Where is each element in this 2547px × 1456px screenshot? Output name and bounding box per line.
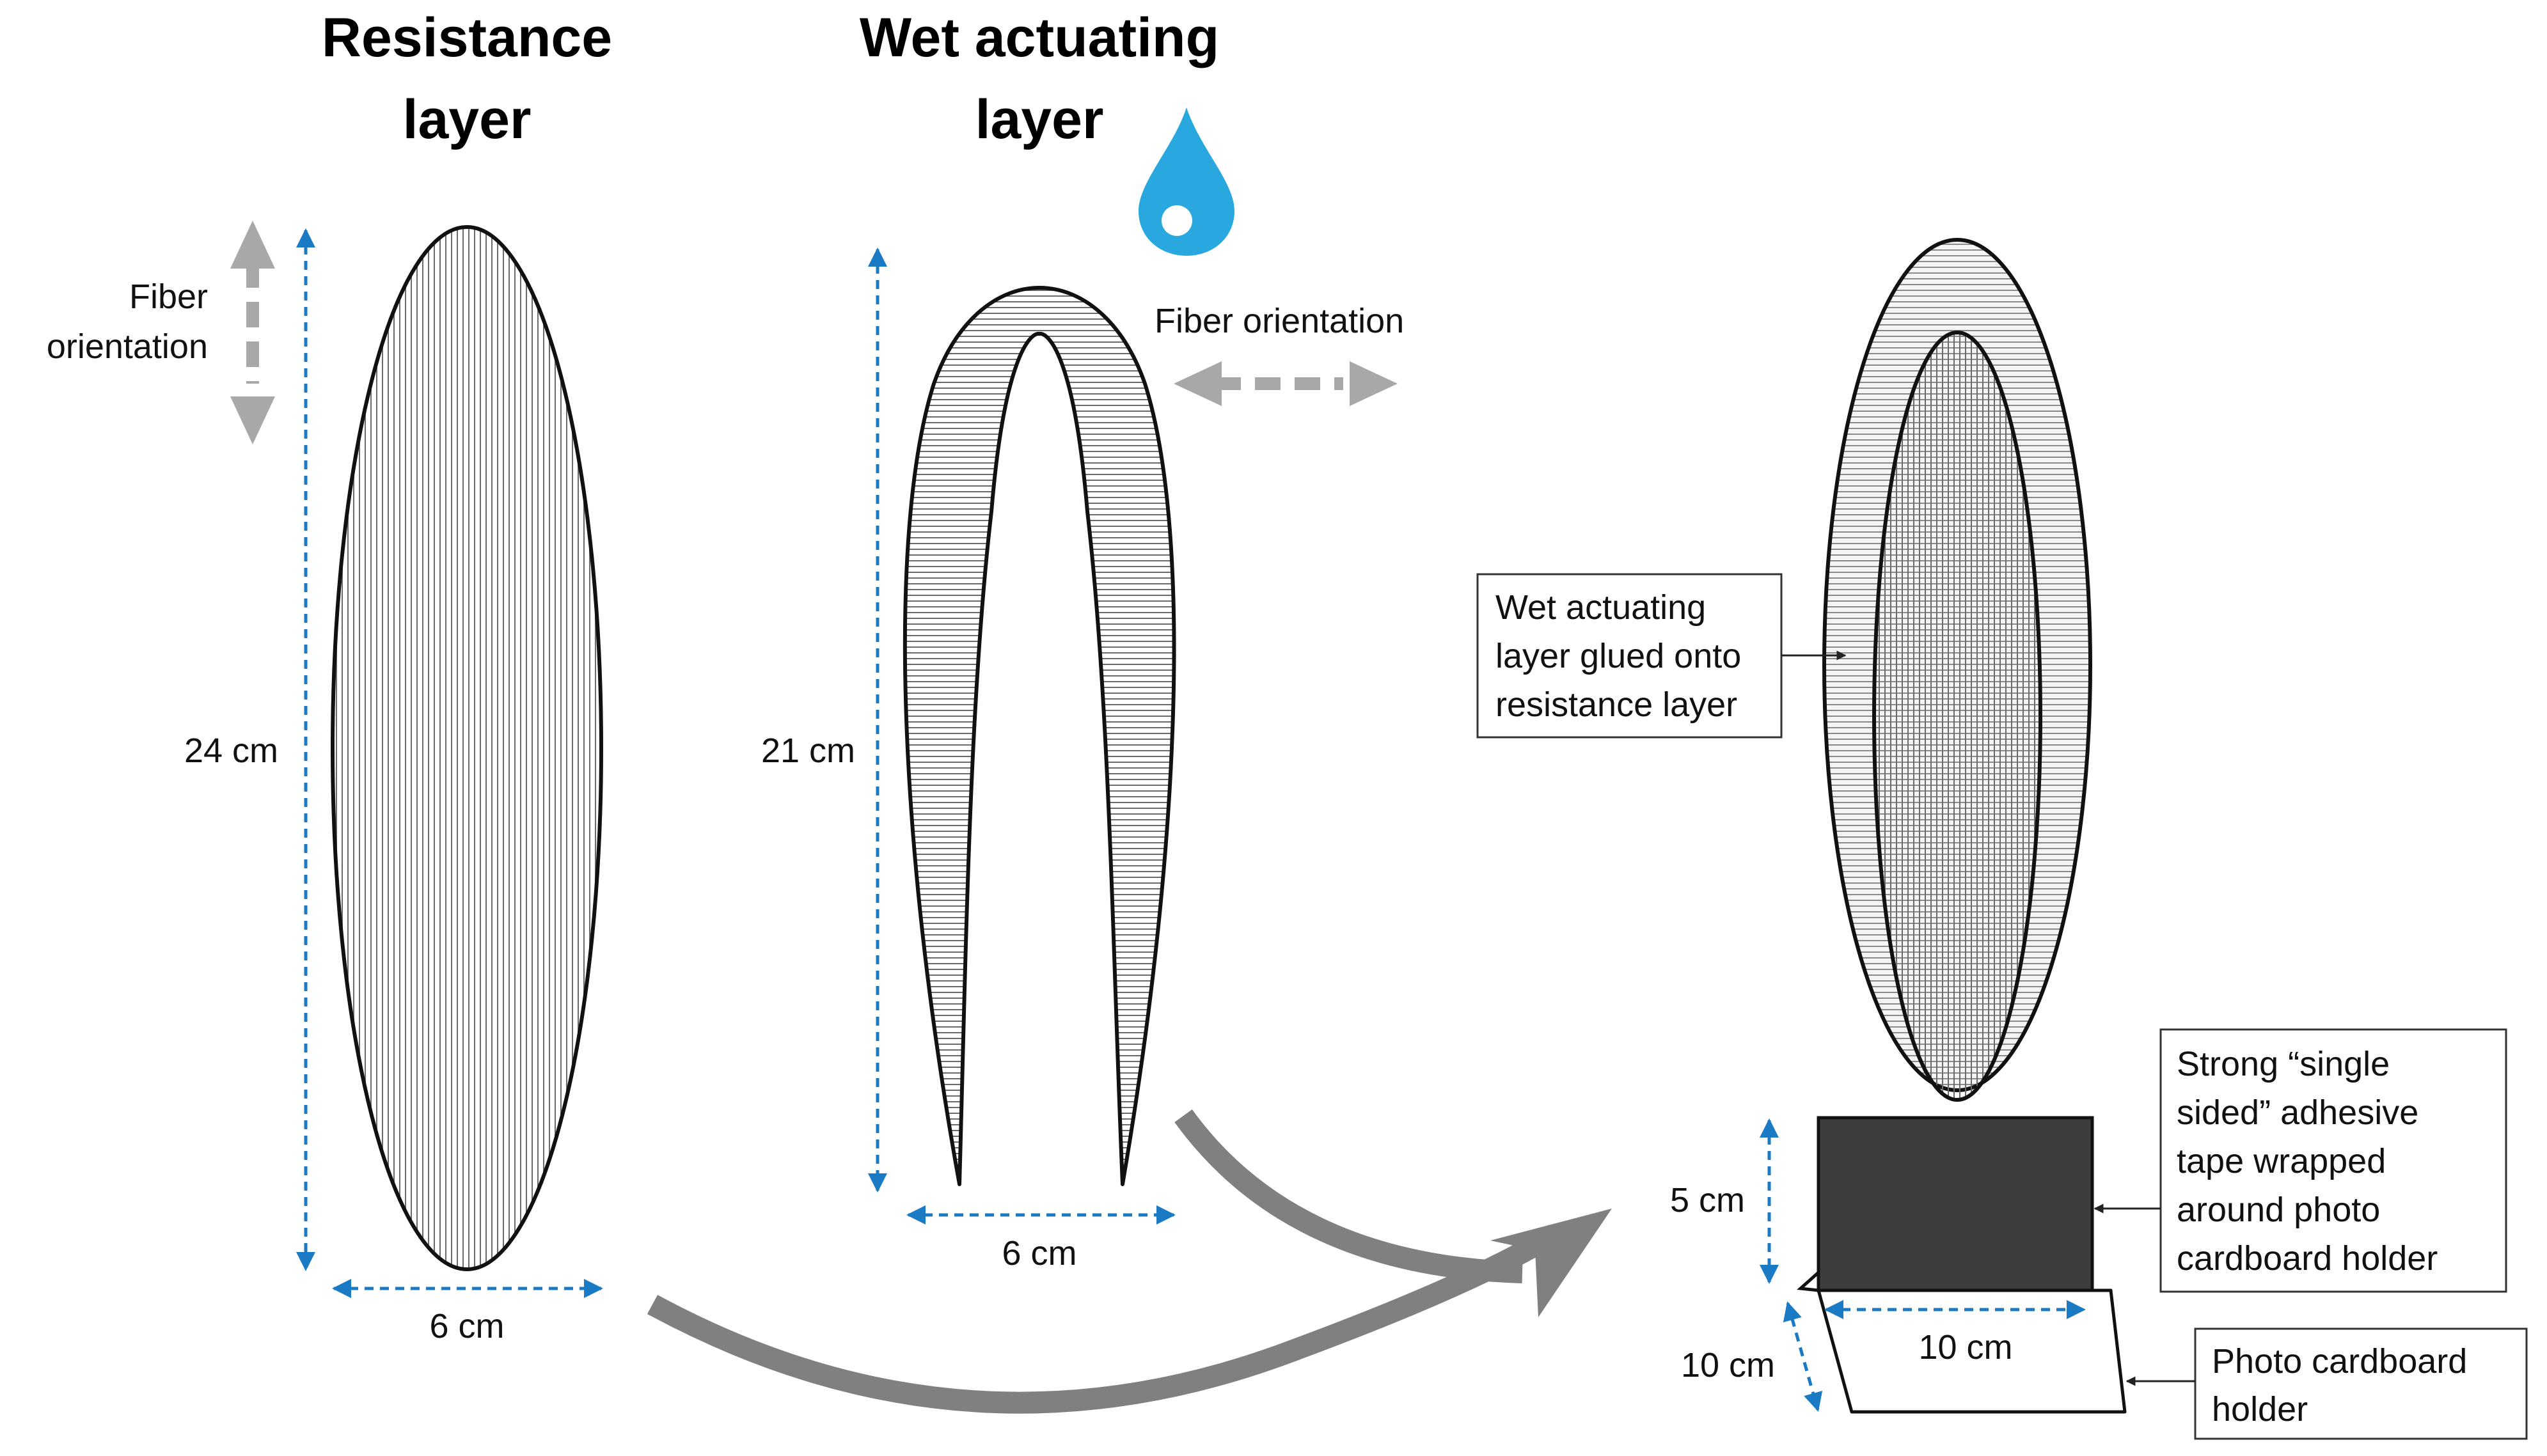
fiber-label-left-line2: orientation <box>47 327 208 366</box>
callout-glued-line1: Wet actuating <box>1495 588 1706 627</box>
wet-actuating-layer-shape <box>903 286 1176 1186</box>
wet-title-line2: layer <box>975 89 1104 150</box>
resistance-title-line1: Resistance <box>322 7 612 68</box>
holder-height-label: 5 cm <box>1670 1181 1745 1219</box>
assembly-arrowhead-icon <box>1490 1209 1612 1317</box>
resistance-title-line2: layer <box>403 89 532 150</box>
callout-tape-box <box>2159 1028 2507 1293</box>
fiber-orientation-vertical-arrow-icon <box>230 221 275 444</box>
resistance-width-label: 6 cm <box>429 1307 504 1345</box>
callout-tape-line2: sided” adhesive <box>2177 1093 2418 1132</box>
callout-glued-box <box>1476 573 1783 739</box>
adhesive-tape-block <box>1817 1116 2094 1292</box>
callout-tape-line3: tape wrapped <box>2177 1142 2386 1180</box>
holder-width-label: 10 cm <box>1918 1328 2012 1366</box>
callout-tape-line5: cardboard holder <box>2177 1239 2438 1278</box>
assembly-arrow-upper <box>1174 1109 1523 1283</box>
fiber-label-left-line1: Fiber <box>129 278 208 316</box>
resistance-layer-shape <box>331 225 603 1271</box>
callout-tape-line4: around photo <box>2177 1191 2380 1229</box>
resistance-height-label: 24 cm <box>184 732 278 770</box>
callout-tape-line1: Strong “single <box>2177 1045 2390 1083</box>
holder-depth-dimension <box>1783 1301 1823 1412</box>
fiber-orientation-horizontal-arrow-icon <box>1174 361 1398 406</box>
callout-holder-line2: holder <box>2212 1390 2308 1429</box>
callout-glued-line3: resistance layer <box>1495 685 1737 724</box>
callout-holder-line1: Photo cardboard <box>2212 1342 2467 1381</box>
water-drop-icon <box>1139 107 1234 256</box>
wet-width-label: 6 cm <box>1002 1234 1076 1272</box>
fiber-label-right: Fiber orientation <box>1155 302 1404 340</box>
callout-glued-line2: layer glued onto <box>1495 637 1741 675</box>
holder-depth-label: 10 cm <box>1681 1346 1775 1384</box>
wet-title-line1: Wet actuating <box>860 7 1219 68</box>
callout-holder-box <box>2194 1327 2528 1440</box>
holder-left-fold <box>1797 1269 1820 1292</box>
wet-height-label: 21 cm <box>761 732 855 770</box>
assembled-resistance-layer-shape <box>1872 331 2042 1102</box>
